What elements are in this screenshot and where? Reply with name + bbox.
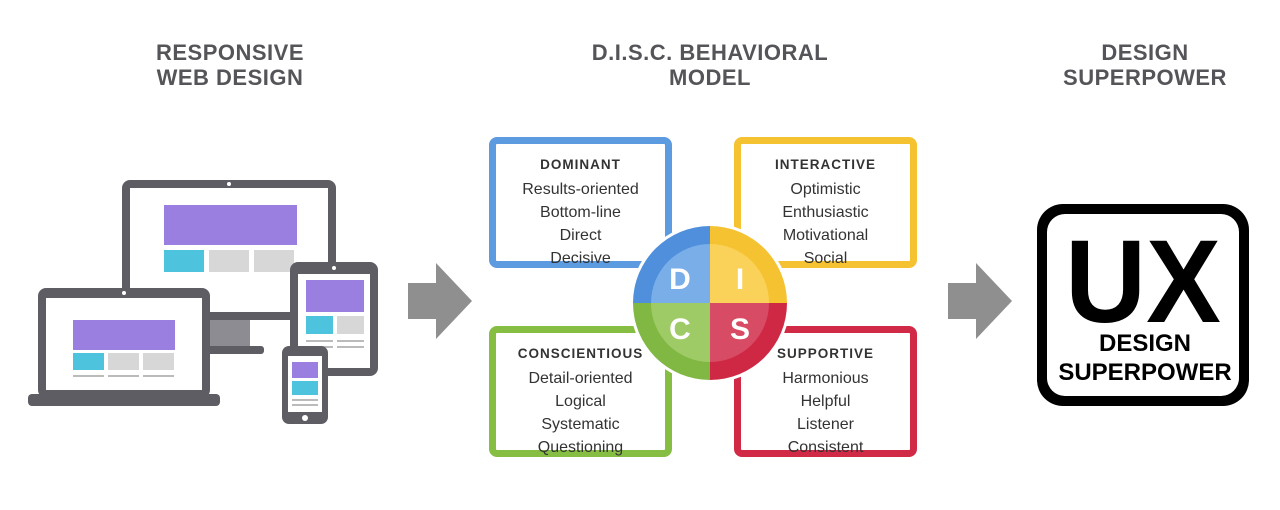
heading-line: SUPERPOWER — [1063, 65, 1227, 90]
heading-design-superpower: DESIGN SUPERPOWER — [1020, 40, 1270, 90]
trait: Systematic — [541, 416, 620, 433]
heading-line: RESPONSIVE — [155, 40, 305, 65]
disc-box-dominant: DOMINANT Results-oriented Bottom-line Di… — [489, 137, 672, 268]
responsive-devices-icon — [28, 180, 378, 424]
heading-disc-model: D.I.S.C. BEHAVIORAL MODEL — [560, 40, 860, 90]
disc-circle: D I C S — [630, 223, 790, 383]
heading-line: D.I.S.C. BEHAVIORAL — [591, 40, 829, 65]
arrow-right-icon — [408, 263, 472, 339]
trait: Harmonious — [782, 370, 869, 387]
trait: Detail-oriented — [528, 370, 633, 387]
trait: Helpful — [800, 393, 851, 410]
box-title: DOMINANT — [540, 157, 621, 172]
disc-letter-s: S — [730, 313, 750, 346]
ux-design-superpower-logo: UX DESIGN SUPERPOWER — [1037, 204, 1249, 406]
trait: Bottom-line — [540, 204, 621, 221]
trait: Direct — [559, 227, 602, 244]
box-title: SUPPORTIVE — [776, 346, 875, 361]
disc-letter-i: I — [736, 263, 744, 296]
arrow-right-icon — [948, 263, 1012, 339]
trait: Results-oriented — [522, 181, 639, 198]
trait: Listener — [797, 416, 854, 433]
trait: Consistent — [787, 439, 864, 456]
heading-line: MODEL — [669, 65, 751, 90]
ux-logo-line2: SUPERPOWER — [1058, 359, 1231, 386]
heading-responsive-web-design: RESPONSIVE WEB DESIGN — [110, 40, 350, 90]
disc-box-interactive: INTERACTIVE Optimistic Enthusiastic Moti… — [734, 137, 917, 268]
disc-letter-d: D — [669, 263, 691, 296]
ux-logo-mark: UX — [1065, 216, 1221, 347]
heading-line: WEB DESIGN — [156, 65, 304, 90]
box-title: INTERACTIVE — [774, 157, 876, 172]
box-title: CONSCIENTIOUS — [517, 346, 644, 361]
trait: Logical — [555, 393, 606, 410]
trait: Enthusiastic — [782, 204, 869, 221]
trait: Motivational — [782, 227, 869, 244]
trait: Optimistic — [790, 181, 861, 198]
trait: Questioning — [537, 439, 624, 456]
disc-letter-c: C — [669, 313, 691, 346]
trait: Social — [803, 250, 848, 267]
ux-logo-line1: DESIGN — [1099, 330, 1191, 357]
heading-line: DESIGN — [1101, 40, 1189, 65]
disc-box-conscientious: CONSCIENTIOUS Detail-oriented Logical Sy… — [489, 326, 672, 457]
trait: Decisive — [550, 250, 611, 267]
